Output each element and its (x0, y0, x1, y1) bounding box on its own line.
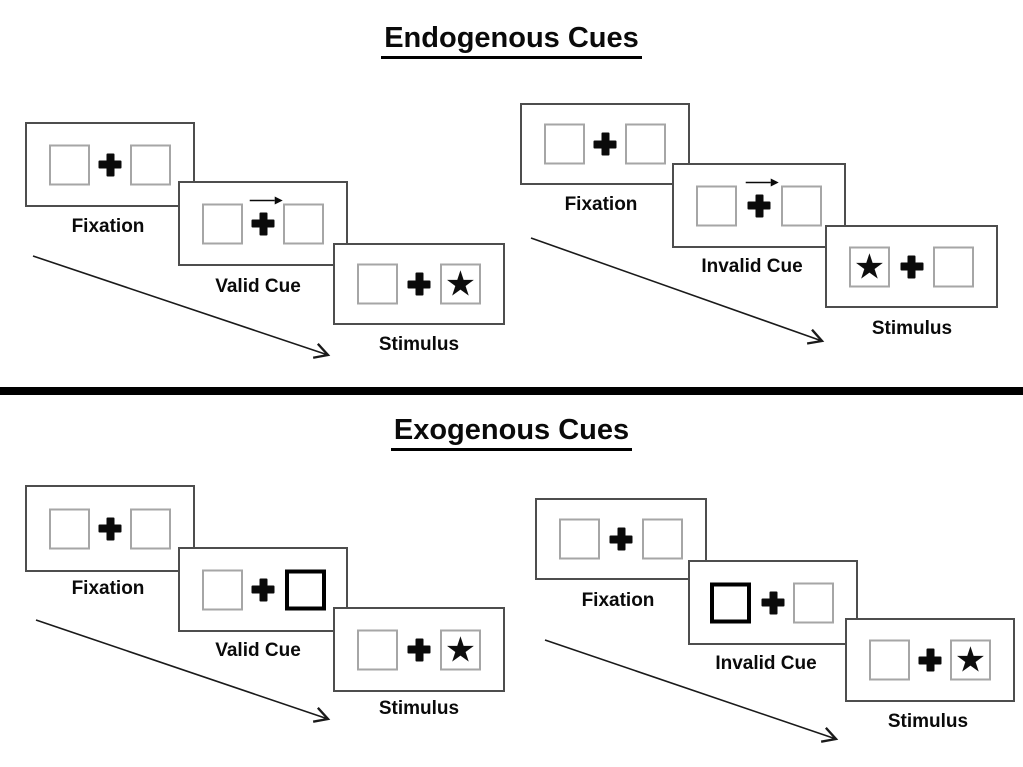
panel-endo-invalid-stimulus: ★ (825, 225, 998, 308)
placeholder-box-right (625, 123, 666, 165)
fixation-cross-icon (252, 212, 275, 235)
sequence-arrow-endo-invalid (530, 237, 825, 345)
section-divider-line (0, 387, 1023, 395)
panel-label: Stimulus (378, 334, 460, 355)
panel-label: Invalid Cue (715, 653, 817, 674)
fixation-cross-icon (252, 578, 275, 601)
placeholder-box-left (869, 639, 910, 681)
panel-exo-invalid-cue (688, 560, 858, 645)
placeholder-box-left (202, 203, 243, 244)
placeholder-box-left (202, 569, 243, 610)
fixation-cross-icon (99, 517, 122, 540)
placeholder-box-left (49, 144, 90, 185)
fixation-cross-icon (610, 528, 633, 551)
panel-label: Fixation (564, 194, 638, 215)
placeholder-box-left: ★ (849, 246, 890, 287)
panel-exo-invalid-stimulus: ★ (845, 618, 1015, 702)
placeholder-box-right (283, 203, 324, 244)
panel-label: Invalid Cue (701, 256, 803, 277)
placeholder-box-right (130, 508, 171, 549)
panel-label: Fixation (581, 590, 655, 611)
panel-exo-invalid-fixation (535, 498, 707, 580)
panel-endo-invalid-cue (672, 163, 846, 248)
fixation-cross-icon (748, 194, 771, 217)
placeholder-box-right (793, 582, 834, 623)
panel-exo-valid-fixation (25, 485, 195, 572)
panel-exo-valid-stimulus: ★ (333, 607, 505, 692)
placeholder-box-right (781, 185, 822, 226)
section-title-exogenous: Exogenous Cues (0, 414, 1023, 451)
panel-label: Fixation (71, 578, 145, 599)
panel-label: Valid Cue (215, 640, 301, 661)
star-stimulus-icon: ★ (444, 630, 477, 669)
fixation-cross-icon (919, 649, 942, 672)
star-stimulus-icon: ★ (853, 247, 886, 286)
fixation-cross-icon (99, 153, 122, 176)
cue-arrow-icon (745, 178, 779, 187)
panel-label: Valid Cue (215, 276, 301, 297)
bold-cue-box-right (285, 569, 326, 610)
section-title-endogenous: Endogenous Cues (0, 22, 1023, 59)
fixation-cross-icon (762, 591, 785, 614)
placeholder-box-left (559, 518, 600, 560)
placeholder-box-left (696, 185, 737, 226)
placeholder-box-left (357, 629, 398, 670)
star-stimulus-icon: ★ (954, 640, 987, 680)
cue-arrow-icon (249, 196, 283, 205)
placeholder-box-right: ★ (440, 629, 481, 670)
section-title-text: Exogenous Cues (390, 414, 633, 451)
fixation-cross-icon (408, 638, 431, 661)
sequence-arrow-exo-valid (35, 619, 331, 723)
fixation-cross-icon (594, 133, 617, 156)
panel-endo-valid-cue (178, 181, 348, 266)
placeholder-box-right (130, 144, 171, 185)
panel-label: Stimulus (871, 318, 953, 339)
star-stimulus-icon: ★ (444, 264, 477, 304)
panel-endo-valid-stimulus: ★ (333, 243, 505, 325)
sequence-arrow-endo-valid (32, 255, 331, 359)
fixation-cross-icon (900, 255, 923, 278)
fixation-cross-icon (408, 273, 431, 296)
panel-label: Stimulus (378, 698, 460, 719)
placeholder-box-right (642, 518, 683, 560)
bold-cue-box-left (710, 582, 751, 623)
placeholder-box-left (49, 508, 90, 549)
panel-label: Stimulus (887, 711, 969, 732)
placeholder-box-right: ★ (950, 639, 991, 681)
panel-label: Fixation (71, 216, 145, 237)
placeholder-box-right: ★ (440, 263, 481, 305)
placeholder-box-right (933, 246, 974, 287)
section-title-text: Endogenous Cues (381, 22, 642, 59)
panel-exo-valid-cue (178, 547, 348, 632)
placeholder-box-left (357, 263, 398, 305)
placeholder-box-left (544, 123, 585, 165)
panel-endo-valid-fixation (25, 122, 195, 207)
panel-endo-invalid-fixation (520, 103, 690, 185)
